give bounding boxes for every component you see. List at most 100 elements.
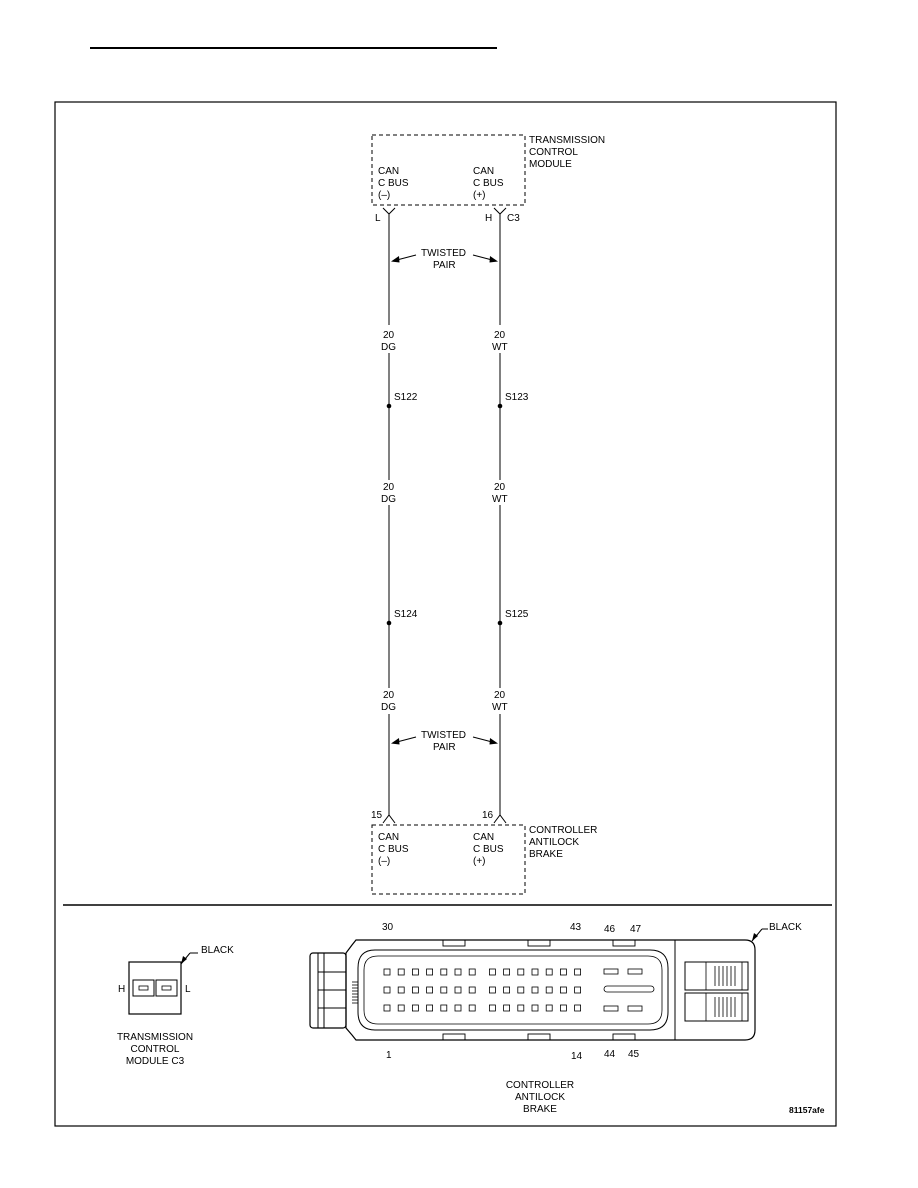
splice-label-s125: S125 (505, 609, 529, 620)
tcm-connector-caption-2: CONTROL (131, 1044, 180, 1055)
abs-pin-cavity (383, 1004, 391, 1012)
tcm-connector-pin-l: L (185, 984, 191, 995)
abs-pin-number-45: 45 (628, 1049, 640, 1060)
abs-pin-cavity (426, 968, 434, 976)
abs-pin-number-1: 1 (386, 1050, 392, 1061)
wire-label-right-3-color: WT (492, 702, 508, 713)
abs-connector-cavity (357, 949, 669, 1031)
abs-pin-right-label: 16 (482, 810, 494, 821)
twisted-pair-top-line-1: TWISTED (421, 248, 466, 259)
abs-pin-cavity (397, 986, 405, 994)
wire-label-right-2-gauge: 20 (494, 482, 506, 493)
wire-label-right-1-gauge: 20 (494, 330, 506, 341)
wire-label-right-2-color: WT (492, 494, 508, 505)
twisted-pair-bottom-line-1: TWISTED (421, 730, 466, 741)
abs-pin-number-47: 47 (630, 924, 642, 935)
abs-pin-cavity (426, 986, 434, 994)
abs-pin-cavity (574, 1004, 581, 1012)
abs-pin-cavity (560, 986, 567, 994)
abs-pin-cavity (574, 986, 581, 994)
tcm-connector-color: BLACK (201, 945, 234, 956)
abs-pin-cavity (560, 968, 567, 976)
abs-pin-number-44: 44 (604, 1049, 616, 1060)
splice-dot-s125 (497, 620, 503, 626)
wire-label-left-3-gauge: 20 (383, 690, 395, 701)
abs-module: CONTROLLER ANTILOCK BRAKE CAN C BUS (–) … (371, 824, 597, 895)
abs-connector-housing (345, 939, 756, 1041)
abs-pin-cavity (574, 968, 581, 976)
wire-label-left-1-color: DG (381, 342, 396, 353)
splice-label-s122: S122 (394, 392, 418, 403)
wire-label-left-3-color: DG (381, 702, 396, 713)
abs-connector-view: 30 43 46 47 1 14 44 45 BLACK CONTROLLER … (309, 922, 802, 1115)
abs-pin-cavity (531, 986, 539, 994)
abs-pin-cavity (426, 1004, 434, 1012)
splice-dot-s122 (386, 403, 392, 409)
abs-pin-cavity (517, 986, 525, 994)
abs-pin-cavity (545, 968, 553, 976)
abs-terminal-right (493, 814, 507, 824)
splice-label-s123: S123 (505, 392, 529, 403)
abs-pin-cavity (411, 968, 419, 976)
abs-pin-cavity (468, 986, 476, 994)
abs-right-pin-line-3: (+) (473, 856, 486, 867)
abs-pin-cavity (440, 986, 448, 994)
abs-pin-cavity (488, 986, 496, 994)
abs-pin-number-43: 43 (570, 922, 582, 933)
abs-pin-cavity (545, 1004, 553, 1012)
abs-pin-left-label: 15 (371, 810, 383, 821)
abs-terminal-left (382, 814, 396, 824)
tcm-pin-right-label: H (485, 213, 492, 224)
abs-connector-caption-1: CONTROLLER (506, 1080, 574, 1091)
splice-dot-s124 (386, 620, 392, 626)
diagram-frame (54, 101, 837, 1127)
abs-connector-ribs (352, 981, 358, 1004)
abs-pin-cavity (440, 968, 448, 976)
abs-pin-cavity (411, 986, 419, 994)
abs-pin-cavity (383, 968, 391, 976)
abs-pin-cavity (545, 986, 553, 994)
abs-pin-number-30: 30 (382, 922, 394, 933)
abs-pin-cavity (503, 968, 511, 976)
tcm-pin-left-label: L (375, 213, 381, 224)
tcm-module: TRANSMISSION CONTROL MODULE CAN C BUS (–… (371, 134, 605, 224)
tcm-connector-body (128, 961, 182, 1015)
figure-id: 81157afe (789, 1105, 825, 1115)
abs-pin-number-14: 14 (571, 1051, 583, 1062)
tcm-right-pin-line-2: C BUS (473, 178, 504, 189)
abs-connector-caption-2: ANTILOCK (515, 1092, 565, 1103)
abs-connector-color: BLACK (769, 922, 802, 933)
abs-pin-cavity (440, 1004, 448, 1012)
abs-pin-cavity (560, 1004, 567, 1012)
abs-pin-cavity (488, 968, 496, 976)
wire-label-right-1-color: WT (492, 342, 508, 353)
abs-pin-cavity (503, 1004, 511, 1012)
tcm-right-pin-line-1: CAN (473, 166, 494, 177)
tcm-connector-caption-3: MODULE C3 (126, 1056, 185, 1067)
wire-label-left-1-gauge: 20 (383, 330, 395, 341)
tcm-terminal-right (493, 207, 507, 215)
wire-label-left-2-color: DG (381, 494, 396, 505)
tcm-connector-view: H L BLACK TRANSMISSION CONTROL MODULE C3 (117, 945, 234, 1067)
abs-pin-cavity (531, 1004, 539, 1012)
abs-left-pin-line-3: (–) (378, 856, 390, 867)
abs-pin-cavity (468, 1004, 476, 1012)
tcm-name-line-3: MODULE (529, 159, 572, 170)
abs-connector-pin-grid (383, 968, 581, 1012)
tcm-connector-pin-h: H (118, 984, 125, 995)
tcm-connector-slot-left (132, 979, 155, 997)
wire-label-right-3-gauge: 20 (494, 690, 506, 701)
tcm-connector-slot-right (155, 979, 178, 997)
tcm-terminal-left (382, 207, 396, 215)
tcm-connector-label: C3 (507, 213, 520, 224)
abs-pin-cavity (468, 968, 476, 976)
tcm-name-line-1: TRANSMISSION (529, 135, 605, 146)
abs-pin-cavity (397, 968, 405, 976)
twisted-pair-bottom-line-2: PAIR (433, 742, 456, 753)
tcm-left-pin-line-1: CAN (378, 166, 399, 177)
abs-pin-cavity (397, 1004, 405, 1012)
abs-pin-cavity (454, 968, 462, 976)
abs-connector-caption-3: BRAKE (523, 1104, 557, 1115)
tcm-right-pin-line-3: (+) (473, 190, 486, 201)
